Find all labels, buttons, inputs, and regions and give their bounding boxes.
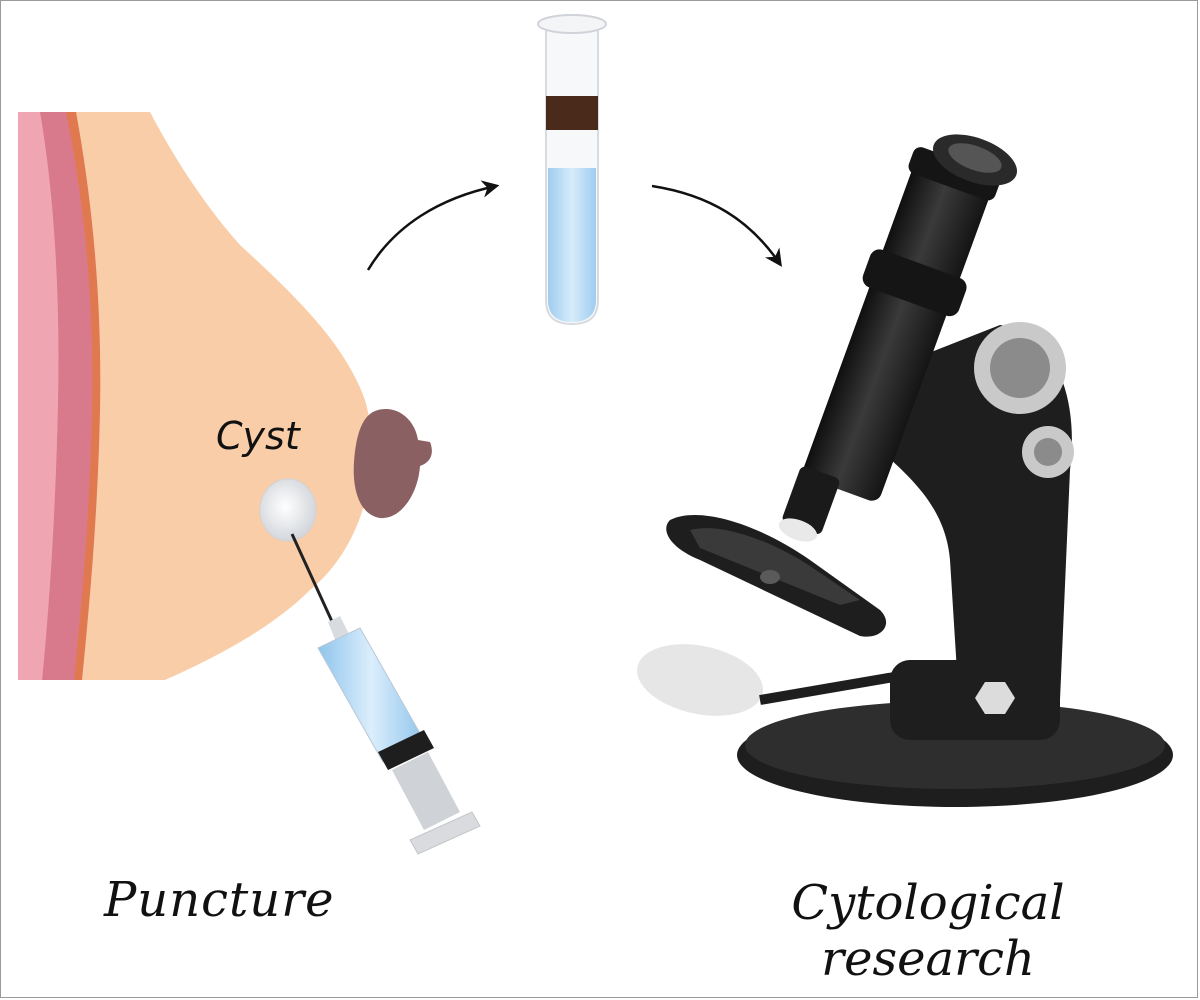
breast-illustration [18, 112, 432, 680]
microscope-mirror [637, 644, 763, 716]
cyst-shape [259, 478, 317, 542]
cytology-caption: Cytological research [778, 875, 1078, 987]
cytology-caption-line2: research [821, 931, 1035, 987]
chest-wall-stripe [66, 112, 101, 680]
test-tube-icon [537, 14, 607, 326]
objective-lens [778, 518, 818, 542]
microscope-icon [637, 134, 1173, 807]
tube-band [546, 96, 598, 130]
cyst-label: Cyst [216, 414, 300, 458]
syringe-icon [317, 616, 481, 855]
microscope-arm [860, 325, 1072, 720]
tube-fluid [548, 168, 596, 322]
curved-arrow-icon [366, 180, 500, 271]
chest-wall-outer [18, 112, 59, 680]
microscope-tube [803, 158, 992, 501]
puncture-caption: Puncture [104, 872, 335, 928]
hex-bolt [975, 682, 1015, 714]
cytology-caption-line1: Cytological [791, 875, 1065, 931]
nipple [353, 409, 432, 519]
chest-wall-muscle [40, 112, 97, 680]
curved-arrow-icon [651, 184, 782, 267]
syringe-stopper [378, 730, 434, 770]
needle [290, 533, 337, 629]
